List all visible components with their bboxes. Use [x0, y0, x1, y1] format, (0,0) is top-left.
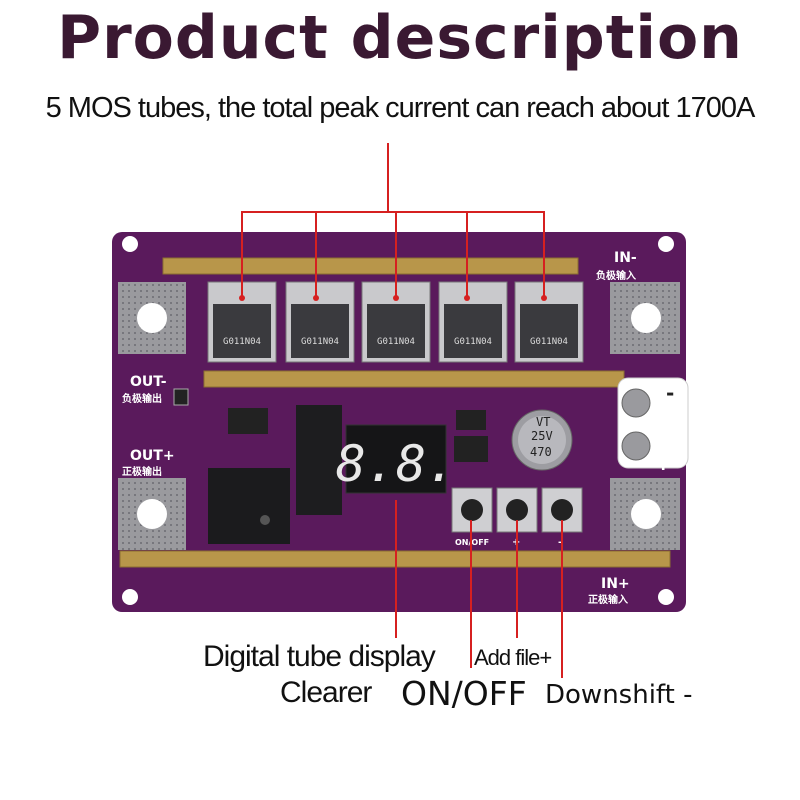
label-in-minus-cn: 负极输入	[596, 269, 636, 282]
page-subtitle: 5 MOS tubes, the total peak current can …	[45, 92, 756, 124]
display-digits: 8.8.	[336, 435, 456, 493]
label-out-minus-cn: 负极输出	[122, 392, 162, 405]
mosfet: G011N04	[361, 281, 431, 363]
terminal-minus-label: -	[666, 381, 674, 405]
mount-hole	[658, 589, 674, 605]
leader-dots	[239, 295, 547, 301]
btn-label-minus: -	[558, 537, 562, 548]
btn-label-onoff: ON/OFF	[455, 538, 489, 547]
terminal-hole	[631, 303, 661, 333]
svg-text:G011N04: G011N04	[530, 337, 568, 347]
leader-lines	[241, 143, 563, 678]
label-out-plus-cn: 正极输出	[122, 465, 162, 478]
svg-text:G011N04: G011N04	[223, 337, 261, 347]
terminal-screw	[621, 388, 651, 418]
callout-digital-tube-display: Digital tube display	[203, 640, 436, 673]
label-out-minus: OUT-	[130, 374, 167, 390]
svg-text:25V: 25V	[531, 429, 553, 443]
mount-hole	[122, 589, 138, 605]
terminal-screw	[621, 431, 651, 461]
copper-bar-middle	[203, 370, 625, 388]
mount-hole	[122, 236, 138, 252]
callout-downshift: Downshift -	[545, 680, 693, 710]
callout-add-file: Add file+	[474, 645, 552, 670]
label-in-minus: IN-	[614, 250, 637, 266]
buzzer-hole	[260, 515, 270, 525]
buzzer	[208, 468, 290, 544]
label-in-plus-cn: 正极输入	[588, 593, 628, 606]
label-in-plus: IN+	[601, 576, 630, 592]
smd-component	[456, 410, 486, 430]
label-out-plus: OUT+	[130, 448, 175, 464]
svg-text:G011N04: G011N04	[301, 337, 339, 347]
mosfet: G011N04	[514, 281, 584, 363]
terminal-hole	[631, 499, 661, 529]
callout-clearer: Clearer	[280, 676, 372, 709]
mount-hole	[658, 236, 674, 252]
mosfet: G011N04	[285, 281, 355, 363]
ic-chip-small	[228, 408, 268, 434]
digital-tube-display	[345, 424, 447, 494]
mosfet-row: G011N04 G011N04 G011N04 G011N04 G011N04	[207, 281, 584, 363]
terminal-hole	[137, 303, 167, 333]
smd-component	[173, 388, 189, 406]
page-title: Product description	[57, 3, 743, 73]
smd-component	[454, 436, 488, 462]
callout-on-off: ON/OFF	[401, 674, 527, 713]
svg-text:470: 470	[530, 445, 552, 459]
svg-text:G011N04: G011N04	[377, 337, 415, 347]
svg-text:VT: VT	[536, 415, 550, 429]
downshift-button[interactable]	[541, 487, 583, 533]
svg-text:G011N04: G011N04	[454, 337, 492, 347]
mosfet: G011N04	[438, 281, 508, 363]
copper-bar-top	[162, 257, 579, 275]
ic-chip-main	[296, 405, 342, 515]
terminal-plus-label: +	[654, 451, 672, 476]
terminal-hole	[137, 499, 167, 529]
